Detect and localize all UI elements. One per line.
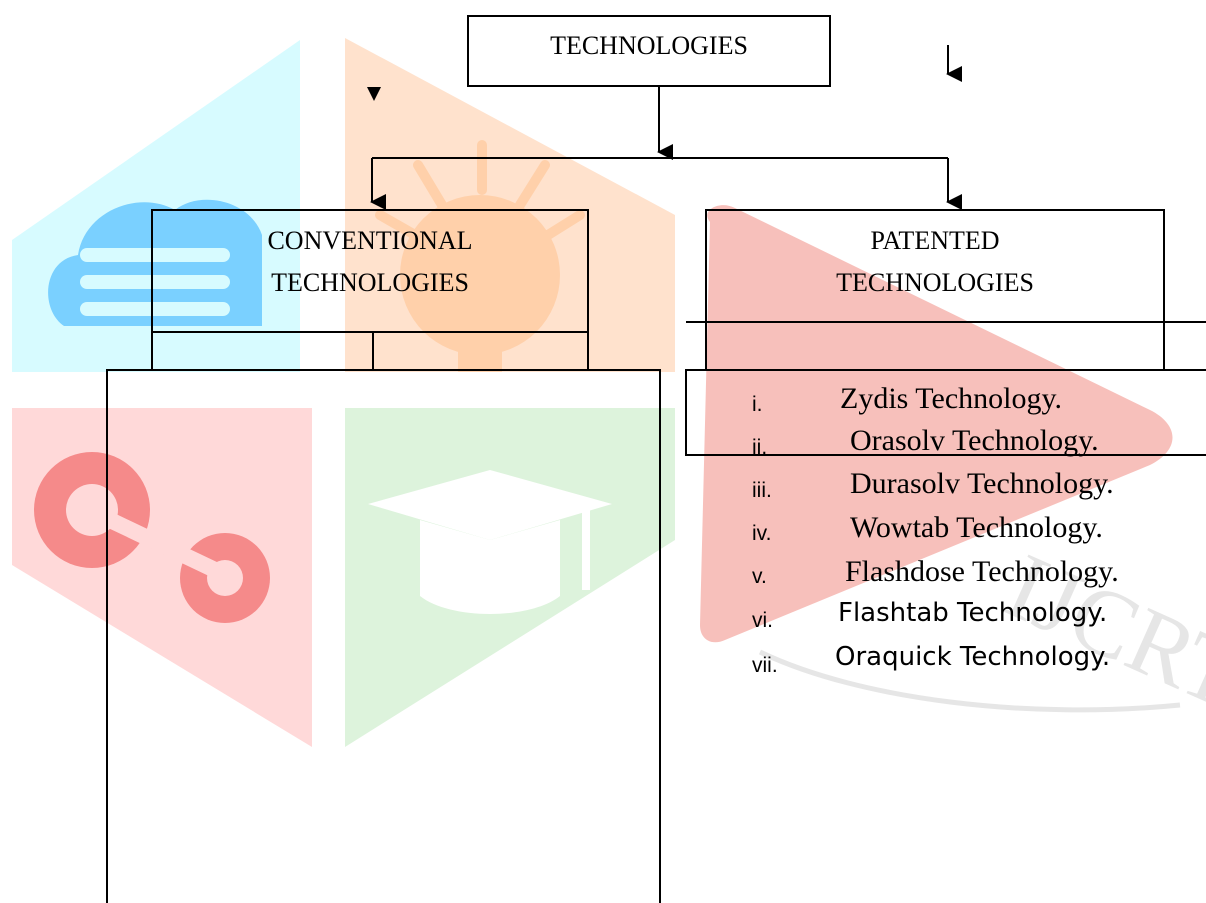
- root-box: [467, 15, 831, 87]
- list-item-text: Durasolv Technology.: [850, 467, 1114, 500]
- patented-list-box: [685, 369, 1206, 456]
- list-item-number: v.: [752, 565, 767, 588]
- list-item-number: vii.: [752, 654, 778, 677]
- root-label: TECHNOLOGIES: [550, 31, 748, 60]
- graduation-cap-icon: [368, 470, 612, 614]
- gears-icon: [34, 452, 270, 623]
- cloud-icon: [48, 199, 262, 326]
- patented-label-line1: PATENTED: [870, 226, 1000, 255]
- list-item-text: Oraquick Technology.: [835, 642, 1111, 672]
- conventional-label-line1: CONVENTIONAL: [267, 226, 473, 255]
- list-item-number: vi.: [752, 609, 773, 632]
- list-item-text: Orasolv Technology.: [850, 424, 1099, 457]
- list-item-text: Wowtab Technology.: [850, 511, 1103, 544]
- list-item-number: iv.: [752, 522, 772, 545]
- list-item-number: ii.: [752, 436, 768, 459]
- conventional-list-box: [106, 369, 661, 903]
- conventional-box: [151, 209, 589, 333]
- patented-label-line2: TECHNOLOGIES: [836, 268, 1034, 297]
- list-item-number: iii.: [752, 479, 772, 502]
- left-stray-arrow: [367, 87, 381, 101]
- list-item-text: Flashtab Technology.: [838, 598, 1108, 628]
- list-item-number: i.: [752, 393, 763, 416]
- lightbulb-icon: [375, 140, 585, 372]
- conventional-label-line2: TECHNOLOGIES: [271, 268, 469, 297]
- patented-box: [705, 209, 1165, 370]
- list-item-text: Flashdose Technology.: [845, 555, 1119, 588]
- play-icon: [700, 205, 1173, 643]
- list-item-text: Zydis Technology.: [840, 382, 1063, 415]
